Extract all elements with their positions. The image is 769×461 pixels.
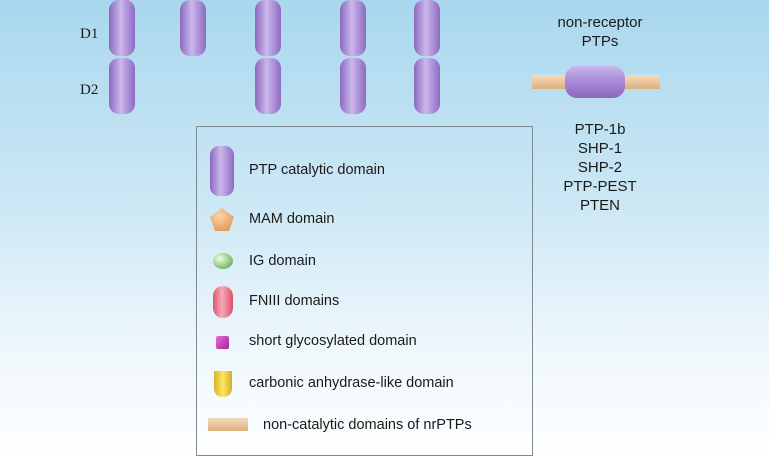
legend-item-fniii: FNIII domains: [197, 283, 532, 323]
legend-label: FNIII domains: [249, 293, 340, 309]
list-item: PTP-1b: [574, 121, 626, 138]
non-receptor-ptp-list: PTP-1b SHP-1 SHP-2 PTP-PEST PTEN: [525, 120, 675, 215]
legend-label: IG domain: [249, 253, 316, 269]
legend-item-glycosylated: short glycosylated domain: [197, 325, 532, 365]
legend-item-mam: MAM domain: [197, 201, 532, 241]
list-item: SHP-1: [577, 140, 623, 157]
non-catalytic-domain-icon: [208, 418, 248, 431]
receptor-ptp-4: [340, 0, 366, 114]
receptor-ptp-5: [414, 0, 440, 114]
ptp-catalytic-domain-d1-icon: [414, 0, 440, 56]
ptp-catalytic-domain-icon: [210, 146, 234, 196]
legend-label: PTP catalytic domain: [249, 162, 385, 178]
ig-domain-icon: [213, 253, 233, 269]
ptp-catalytic-domain-d1-icon: [180, 0, 206, 56]
legend-label: carbonic anhydrase-like domain: [249, 375, 454, 391]
receptor-ptp-2: [180, 0, 206, 56]
non-receptor-title-line2: PTPs: [581, 33, 619, 50]
legend: PTP catalytic domain MAM domain IG domai…: [196, 126, 533, 456]
legend-label: MAM domain: [249, 211, 335, 227]
d1-label: D1: [80, 26, 99, 42]
fniii-domain-icon: [213, 286, 233, 318]
legend-item-non-catalytic: non-catalytic domains of nrPTPs: [197, 407, 532, 447]
ptp-catalytic-domain-d2-icon: [255, 58, 281, 114]
legend-label: short glycosylated domain: [249, 333, 417, 349]
list-item: PTP-PEST: [563, 178, 637, 195]
ptp-catalytic-domain-d2-icon: [340, 58, 366, 114]
legend-item-carbonic: carbonic anhydrase-like domain: [197, 365, 532, 405]
receptor-ptp-3: [255, 0, 281, 114]
ptp-catalytic-domain-d2-icon: [109, 58, 135, 114]
non-receptor-ptps-title: non-receptor PTPs: [520, 13, 680, 51]
ptp-catalytic-domain-d2-icon: [414, 58, 440, 114]
list-item: PTEN: [579, 197, 620, 214]
short-glycosylated-domain-icon: [216, 336, 229, 349]
legend-label: non-catalytic domains of nrPTPs: [263, 417, 472, 433]
legend-item-ig: IG domain: [197, 243, 532, 283]
receptor-ptp-1: [109, 0, 135, 114]
legend-item-ptp-catalytic: PTP catalytic domain: [197, 141, 532, 199]
ptp-catalytic-domain-d1-icon: [255, 0, 281, 56]
mam-domain-icon: [210, 208, 234, 231]
list-item: SHP-2: [577, 159, 623, 176]
ptp-catalytic-domain-icon: [565, 66, 625, 98]
ptp-catalytic-domain-d1-icon: [109, 0, 135, 56]
d2-label: D2: [80, 82, 99, 98]
ptp-catalytic-domain-d1-icon: [340, 0, 366, 56]
carbonic-anhydrase-like-domain-icon: [214, 371, 232, 397]
non-receptor-ptp-diagram: [532, 66, 660, 98]
non-receptor-title-line1: non-receptor: [557, 14, 643, 31]
